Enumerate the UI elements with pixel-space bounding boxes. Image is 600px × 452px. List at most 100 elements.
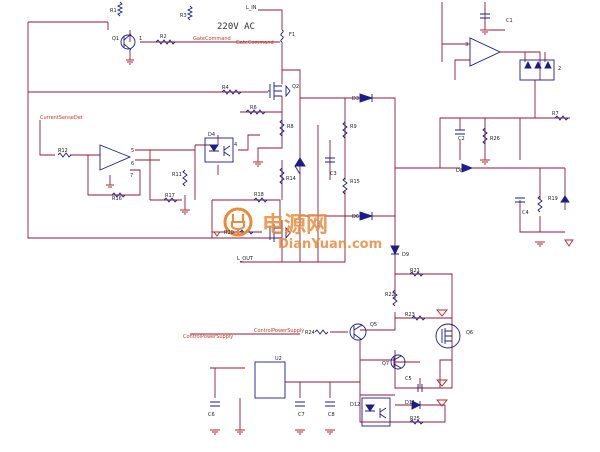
d3-diode [359, 93, 374, 103]
net-l-in: L_IN [246, 5, 257, 11]
watermark-url: DianYuan.com [278, 237, 382, 252]
ref-q7: Q7 [382, 361, 389, 367]
r3-resistor [186, 5, 194, 21]
ref-r1: R1 [110, 8, 117, 14]
net-gate-cmd-1: GateCommand [193, 36, 231, 42]
ref-r25: R25 [410, 416, 420, 422]
q3-mosfet [269, 224, 291, 242]
ref-q2: Q2 [292, 84, 299, 90]
u2-regulator [254, 361, 286, 399]
c3-capacitor [325, 157, 335, 163]
ref-q6: Q6 [466, 330, 473, 336]
r15-resistor [342, 177, 348, 195]
c1-capacitor [480, 13, 490, 19]
ref-c8: C8 [328, 412, 335, 418]
c2-capacitor [455, 129, 465, 135]
ref-r6: R6 [250, 105, 257, 111]
ref-d3: D3 [352, 96, 359, 102]
r2-resistor [155, 39, 176, 45]
d4-optocoupler [204, 137, 234, 163]
r9-resistor [342, 121, 348, 139]
ref-r17: R17 [165, 193, 175, 199]
ref-r15: R15 [350, 179, 360, 185]
ref-r7: R7 [552, 111, 559, 117]
r22-resistor [392, 289, 398, 307]
opamp-left [99, 144, 132, 171]
r7-resistor [554, 115, 569, 121]
ref-r4: R4 [222, 85, 229, 91]
ref-r12: R12 [58, 148, 68, 154]
r8-resistor [279, 119, 285, 137]
pin-4: 4 [234, 142, 237, 148]
c5-capacitor [417, 384, 423, 392]
r18-resistor [253, 197, 268, 203]
pin-3: 3 [465, 42, 468, 48]
watermark: 电源网 DianYuan.com [223, 207, 382, 252]
c7-capacitor [295, 401, 305, 407]
ref-q5: Q5 [370, 322, 377, 328]
ref-r8: R8 [287, 124, 294, 130]
q6-mosfet [435, 323, 461, 349]
pin-1: 1 [139, 36, 142, 42]
pin-5: 5 [131, 148, 134, 154]
ref-d8: D8 [456, 168, 463, 174]
r17-resistor [163, 197, 178, 203]
r21-resistor [409, 271, 424, 277]
ref-r20: R20 [224, 230, 234, 236]
r19-resistor [537, 195, 543, 213]
r11-resistor [182, 169, 188, 187]
pin-7: 7 [130, 173, 133, 179]
ref-d9: D9 [402, 252, 409, 258]
watermark-cn: 电源网 [262, 213, 328, 238]
f1-fuse [280, 29, 284, 43]
ref-r9: R9 [350, 124, 357, 130]
c8-capacitor [325, 401, 335, 407]
ref-r23: R23 [405, 312, 415, 318]
ground-symbols [106, 29, 574, 435]
tvs-right [560, 195, 570, 203]
ref-r26: R26 [490, 136, 500, 142]
net-ctrl-supply-1: ControlPowerSupply [183, 334, 233, 340]
ref-d4: D4 [208, 132, 215, 138]
labels: 220V AC L_IN L_OUT GateCommand GateComma… [40, 5, 561, 422]
ref-u2: U2 [275, 356, 282, 362]
d11-diode [411, 400, 422, 410]
ref-r24: R24 [305, 330, 315, 336]
ref-c3: C3 [330, 171, 337, 177]
ref-c1: C1 [506, 18, 513, 24]
c6-capacitor [210, 401, 220, 407]
d8-diode [461, 163, 474, 173]
ref-q1: Q1 [112, 36, 119, 42]
ref-d6: D6 [352, 214, 359, 220]
ref-d11: D11 [405, 400, 415, 406]
net-gate-cmd-2: GateCommand [236, 40, 274, 46]
r6-resistor [245, 109, 266, 115]
r24-resistor [314, 329, 329, 335]
r4-resistor [221, 89, 242, 95]
ref-r22: R22 [385, 292, 395, 298]
components [57, 1, 570, 427]
opamp-right [469, 37, 502, 67]
dual-mosfet-right [519, 59, 555, 81]
r25-resistor [409, 419, 424, 425]
net-ctrl-supply-2: ControlPowerSupply [254, 328, 304, 334]
q2-mosfet [268, 82, 291, 100]
d6-diode [359, 211, 374, 221]
ref-r2: R2 [160, 34, 167, 40]
q7-transistor [390, 354, 406, 370]
r16-resistor [111, 192, 126, 198]
ref-d12: D12 [350, 402, 360, 408]
ref-r11: R11 [172, 172, 182, 178]
ref-c2: C2 [458, 136, 465, 142]
c4-capacitor [515, 197, 525, 203]
r12-resistor [57, 152, 72, 158]
ref-r18: R18 [254, 192, 264, 198]
q5-transistor [349, 323, 367, 341]
ref-c5: C5 [405, 376, 412, 382]
ac-voltage-label: 220V AC [217, 22, 255, 32]
ref-c7: C7 [298, 412, 305, 418]
ref-r3: R3 [180, 13, 187, 19]
ref-r19: R19 [548, 196, 558, 202]
net-current-sense: CurrentSenseDet [40, 115, 83, 121]
